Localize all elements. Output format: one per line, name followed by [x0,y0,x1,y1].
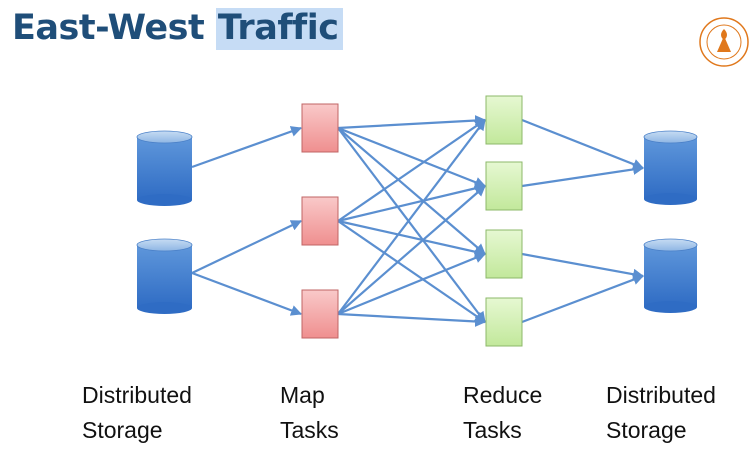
label-reduce: Reduce Tasks [463,378,542,448]
storage-right-2 [643,238,698,313]
flow-arrow [337,312,487,327]
university-logo-icon [699,17,749,67]
label-storage-right-line2: Storage [606,417,687,443]
storage-left-1 [136,130,193,206]
flow-arrow [337,127,486,255]
flow-arrow [191,220,302,274]
flow-arrow [337,219,487,258]
map-task-2 [301,196,339,246]
storage-left-2 [136,238,193,314]
flow-arrow [337,220,486,323]
flow-arrow [521,274,645,324]
storage-right-1 [643,130,698,205]
label-map-line2: Tasks [280,417,339,443]
flow-arrow [337,115,487,130]
flow-arrow [337,127,486,323]
flow-arrow [337,182,487,223]
flow-arrow [337,252,487,316]
flow-arrow [191,271,303,316]
reduce-task-3 [485,229,523,279]
page-title: East-West Traffic [12,8,343,50]
map-task-3 [301,289,339,339]
map-task-1 [301,103,339,153]
flow-arrow [337,119,486,222]
label-storage-left: Distributed Storage [82,378,192,448]
label-reduce-line2: Tasks [463,417,522,443]
title-traffic: Traffic [215,8,343,50]
label-map: Map Tasks [280,378,339,448]
flow-arrow [337,119,486,315]
title-east-west: East-West [12,8,205,48]
reduce-task-4 [485,297,523,347]
label-storage-left-line1: Distributed [82,382,192,408]
reduce-task-2 [485,161,523,211]
label-storage-left-line2: Storage [82,417,163,443]
flow-arrow [337,126,487,188]
label-reduce-line1: Reduce [463,382,543,408]
flow-arrow [337,185,486,315]
label-storage-right: Distributed Storage [606,378,716,448]
flow-arrow [521,118,645,170]
flow-arrow [521,252,645,280]
flow-arrow [191,126,303,169]
reduce-task-1 [485,95,523,145]
label-storage-right-line1: Distributed [606,382,716,408]
label-map-line1: Map [280,382,325,408]
arrows [191,115,645,327]
flow-arrow [521,164,645,188]
